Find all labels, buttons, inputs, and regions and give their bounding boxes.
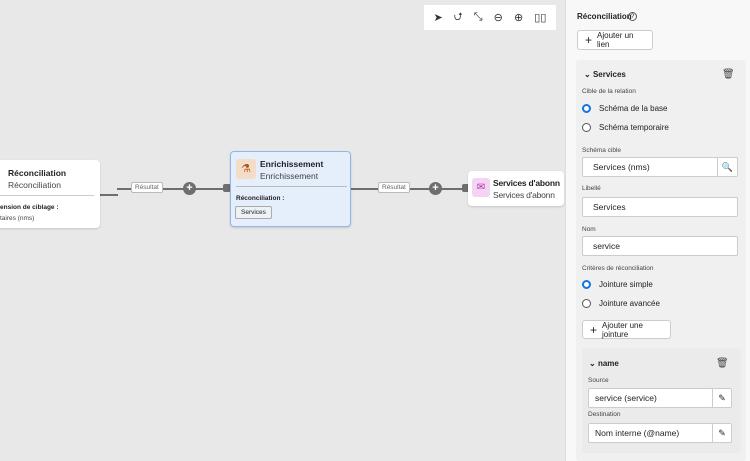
- node-subtitle: Réconciliation: [8, 180, 61, 190]
- connection-line: [100, 194, 118, 196]
- link-label[interactable]: Résultat: [378, 182, 410, 193]
- node-section-label: ension de ciblage :: [0, 204, 59, 211]
- source-input[interactable]: service (service): [588, 388, 713, 408]
- plus-icon: +: [590, 322, 598, 337]
- connection-line: [117, 188, 230, 190]
- services-group: ⌄ Services 🗑 Cible de la relation Schéma…: [576, 60, 746, 461]
- input-port[interactable]: [223, 184, 231, 192]
- edit-expression-icon[interactable]: ✎: [712, 423, 732, 443]
- link-label[interactable]: Résultat: [131, 182, 163, 193]
- envelope-icon: ✉: [472, 178, 490, 197]
- node-section-label: Réconciliation :: [236, 195, 285, 202]
- node-section-value: taires (nms): [0, 215, 35, 222]
- name-label: Nom: [582, 226, 596, 233]
- join-card: ⌄ name 🗑 Source service (service) ✎ Dest…: [582, 348, 741, 453]
- node-title: Réconciliation: [8, 168, 67, 178]
- plus-icon: +: [585, 33, 593, 47]
- node-title: Enrichissement: [260, 159, 324, 169]
- label-input[interactable]: Services: [582, 197, 738, 217]
- target-schema-label: Schéma cible: [582, 147, 622, 154]
- flask-icon: ⚗: [236, 159, 256, 179]
- add-activity-button[interactable]: +: [429, 182, 442, 195]
- criteria-label: Critères de réconciliation: [582, 265, 654, 272]
- target-schema-input[interactable]: Services (nms): [582, 157, 718, 177]
- activity-node-services[interactable]: ✉ Services d'abonn Services d'abonn: [468, 171, 564, 206]
- panel-title: Réconciliation: [577, 12, 632, 21]
- services-group-header[interactable]: ⌄ Services: [584, 70, 626, 79]
- properties-panel: Réconciliation ? + Ajouter un lien ⌄ Serv…: [565, 0, 750, 461]
- join-header[interactable]: ⌄ name: [589, 359, 619, 368]
- label-label: Libellé: [582, 185, 601, 192]
- group-title: Services: [592, 70, 626, 79]
- edit-expression-icon[interactable]: ✎: [712, 388, 732, 408]
- node-subtitle: Services d'abonn: [493, 190, 555, 200]
- activity-node-reconciliation[interactable]: Réconciliation Réconciliation ension de …: [0, 160, 100, 228]
- zoom-in-icon[interactable]: ⊕: [513, 12, 524, 24]
- button-label: Ajouter un lien: [597, 31, 634, 49]
- name-input[interactable]: service: [582, 236, 738, 256]
- add-link-button[interactable]: + Ajouter un lien: [577, 30, 653, 50]
- radio-simple-join[interactable]: Jointure simple: [582, 280, 653, 289]
- chevron-down-icon: ⌄: [589, 359, 598, 368]
- node-tag: Services: [235, 206, 272, 219]
- connector-icon[interactable]: ⮍: [453, 11, 463, 23]
- fit-icon[interactable]: ⤡: [473, 11, 483, 23]
- folder-search-icon[interactable]: 🔍: [717, 157, 738, 177]
- destination-input[interactable]: Nom interne (@name): [588, 423, 713, 443]
- radio-temp-schema[interactable]: Schéma temporaire: [582, 123, 669, 132]
- relation-label: Cible de la relation: [582, 88, 636, 95]
- chevron-down-icon: ⌄: [584, 70, 593, 79]
- radio-base-schema[interactable]: Schéma de la base: [582, 104, 668, 113]
- radio-advanced-join[interactable]: Jointure avancée: [582, 299, 660, 308]
- help-icon[interactable]: ?: [628, 12, 637, 21]
- add-activity-button[interactable]: +: [183, 182, 196, 195]
- add-join-button[interactable]: + Ajouter une jointure: [582, 320, 671, 339]
- activity-node-enrichment[interactable]: ⚗ Enrichissement Enrichissement Réconcil…: [230, 151, 351, 227]
- destination-label: Destination: [588, 411, 621, 418]
- button-label: Ajouter une jointure: [602, 320, 643, 339]
- workflow-canvas[interactable]: [0, 0, 565, 461]
- pointer-icon[interactable]: ➤: [433, 12, 443, 24]
- node-subtitle: Enrichissement: [260, 171, 319, 181]
- canvas-toolbar: ➤ ⮍ ⤡ ⊖ ⊕ ▯▯: [424, 5, 556, 30]
- trash-icon[interactable]: 🗑: [722, 69, 735, 80]
- input-port[interactable]: [462, 184, 470, 192]
- join-title: name: [597, 359, 619, 368]
- minimap-icon[interactable]: ▯▯: [534, 12, 547, 24]
- trash-icon[interactable]: 🗑: [716, 358, 729, 369]
- source-label: Source: [588, 377, 609, 384]
- node-title: Services d'abonn: [493, 178, 560, 188]
- zoom-out-icon[interactable]: ⊖: [493, 12, 503, 24]
